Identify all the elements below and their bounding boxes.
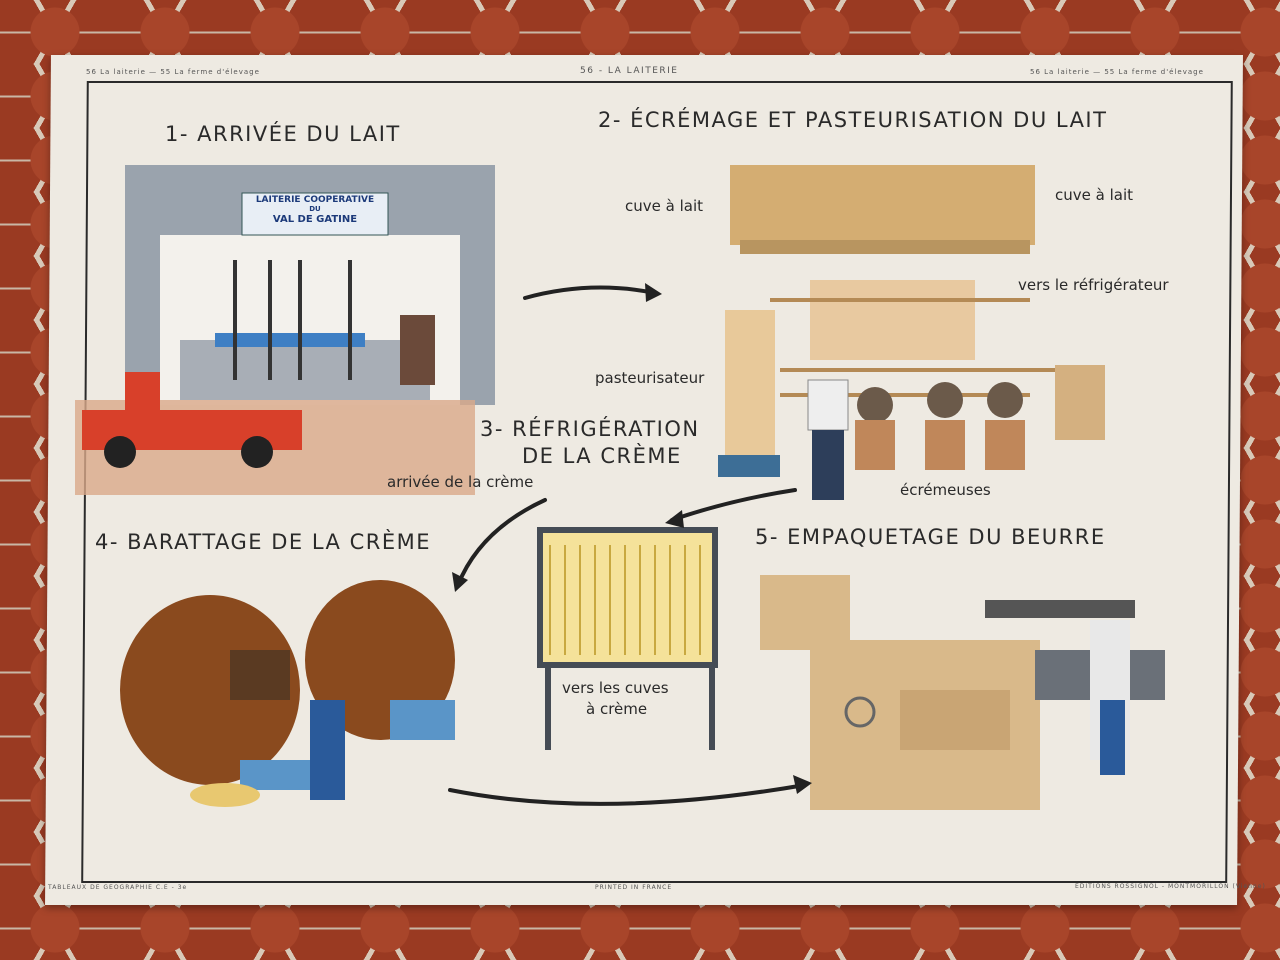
section-3-title-line-1: 3- RÉFRIGÉRATION [480,417,700,441]
label-arrivee-de-la-creme: arrivée de la crème [387,473,534,491]
header-left: 56 La laiterie — 55 La ferme d'élevage [86,68,260,76]
cream-separators-illustration [807,379,1025,500]
arrowhead-3 [452,572,468,592]
cream-cooler-illustration [537,527,718,750]
header-center: 56 - LA LAITERIE [580,66,679,76]
arrow-3-to-4 [456,498,547,587]
sign-line-1: LAITERIE COOPERATIVE [255,195,375,205]
section-2-title: 2- ÉCRÉMAGE ET PASTEURISATION DU LAIT [598,108,1108,132]
red-truck-illustration [82,372,302,468]
label-cuve-a-lait-left: cuve à lait [625,197,703,215]
packaging-machine-illustration [760,575,1165,810]
arrow-2-to-3 [670,488,797,522]
butter-churns-illustration [120,580,455,807]
footer-right: EDITIONS ROSSIGNOL - MONTMORILLON (Vienn… [1075,883,1266,890]
section-5-title: 5- EMPAQUETAGE DU BEURRE [755,525,1106,549]
label-vers-le-refrigerateur: vers le réfrigérateur [1018,276,1169,294]
label-a-creme: à crème [586,700,648,718]
arrowhead-4 [793,775,812,794]
label-pasteurisateur: pasteurisateur [595,369,705,387]
label-vers-les-cuves: vers les cuves [562,679,669,697]
footer-center: PRINTED IN FRANCE [595,884,673,891]
label-cuve-a-lait-right: cuve à lait [1055,186,1133,204]
footer-left: TABLEAUX DE GEOGRAPHIE C.E - 3e [48,884,188,891]
milk-vats-illustration [718,165,1105,477]
section-4-title: 4- BARATTAGE DE LA CRÈME [95,530,431,554]
header-right: 56 La laiterie — 55 La ferme d'élevage [1030,68,1204,76]
section-3-title-line-2: DE LA CRÈME [522,444,682,468]
dairy-sign: LAITERIE COOPERATIVE DU VAL DE GATINE [245,195,385,225]
label-ecremeuses: écrémeuses [900,481,991,499]
arrow-1-to-2 [523,285,657,300]
arrowhead-2 [665,510,684,528]
sign-line-2: DU [309,205,321,214]
arrowhead-1 [645,283,662,302]
dairy-building-illustration [75,165,495,495]
section-1-title: 1- ARRIVÉE DU LAIT [165,122,401,146]
arrow-4-to-5 [448,783,807,806]
sign-line-3: VAL DE GATINE [272,213,358,225]
